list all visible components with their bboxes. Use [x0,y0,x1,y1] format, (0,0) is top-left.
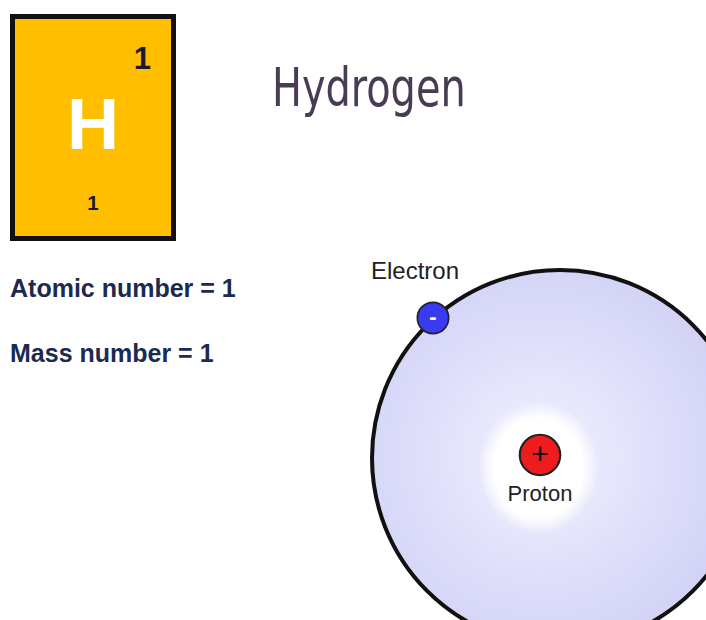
mass-number: 1 [15,191,171,215]
atom-shell [372,270,706,620]
property-label: Atomic number = 1 [10,274,236,303]
charge-sign: + [518,433,562,475]
element-symbol: H [15,83,171,165]
proton-label: Proton [508,481,573,507]
electron: Electron- [416,301,450,335]
element-tile: 1H1 [10,14,176,241]
electron-label: Electron [371,257,459,285]
property-label: Mass number = 1 [10,339,214,368]
charge-sign: - [416,301,450,333]
diagram-title: Hydrogen [272,56,466,119]
atomic-number: 1 [134,41,151,77]
proton: +Proton [518,433,562,477]
nucleus-region [478,402,598,534]
